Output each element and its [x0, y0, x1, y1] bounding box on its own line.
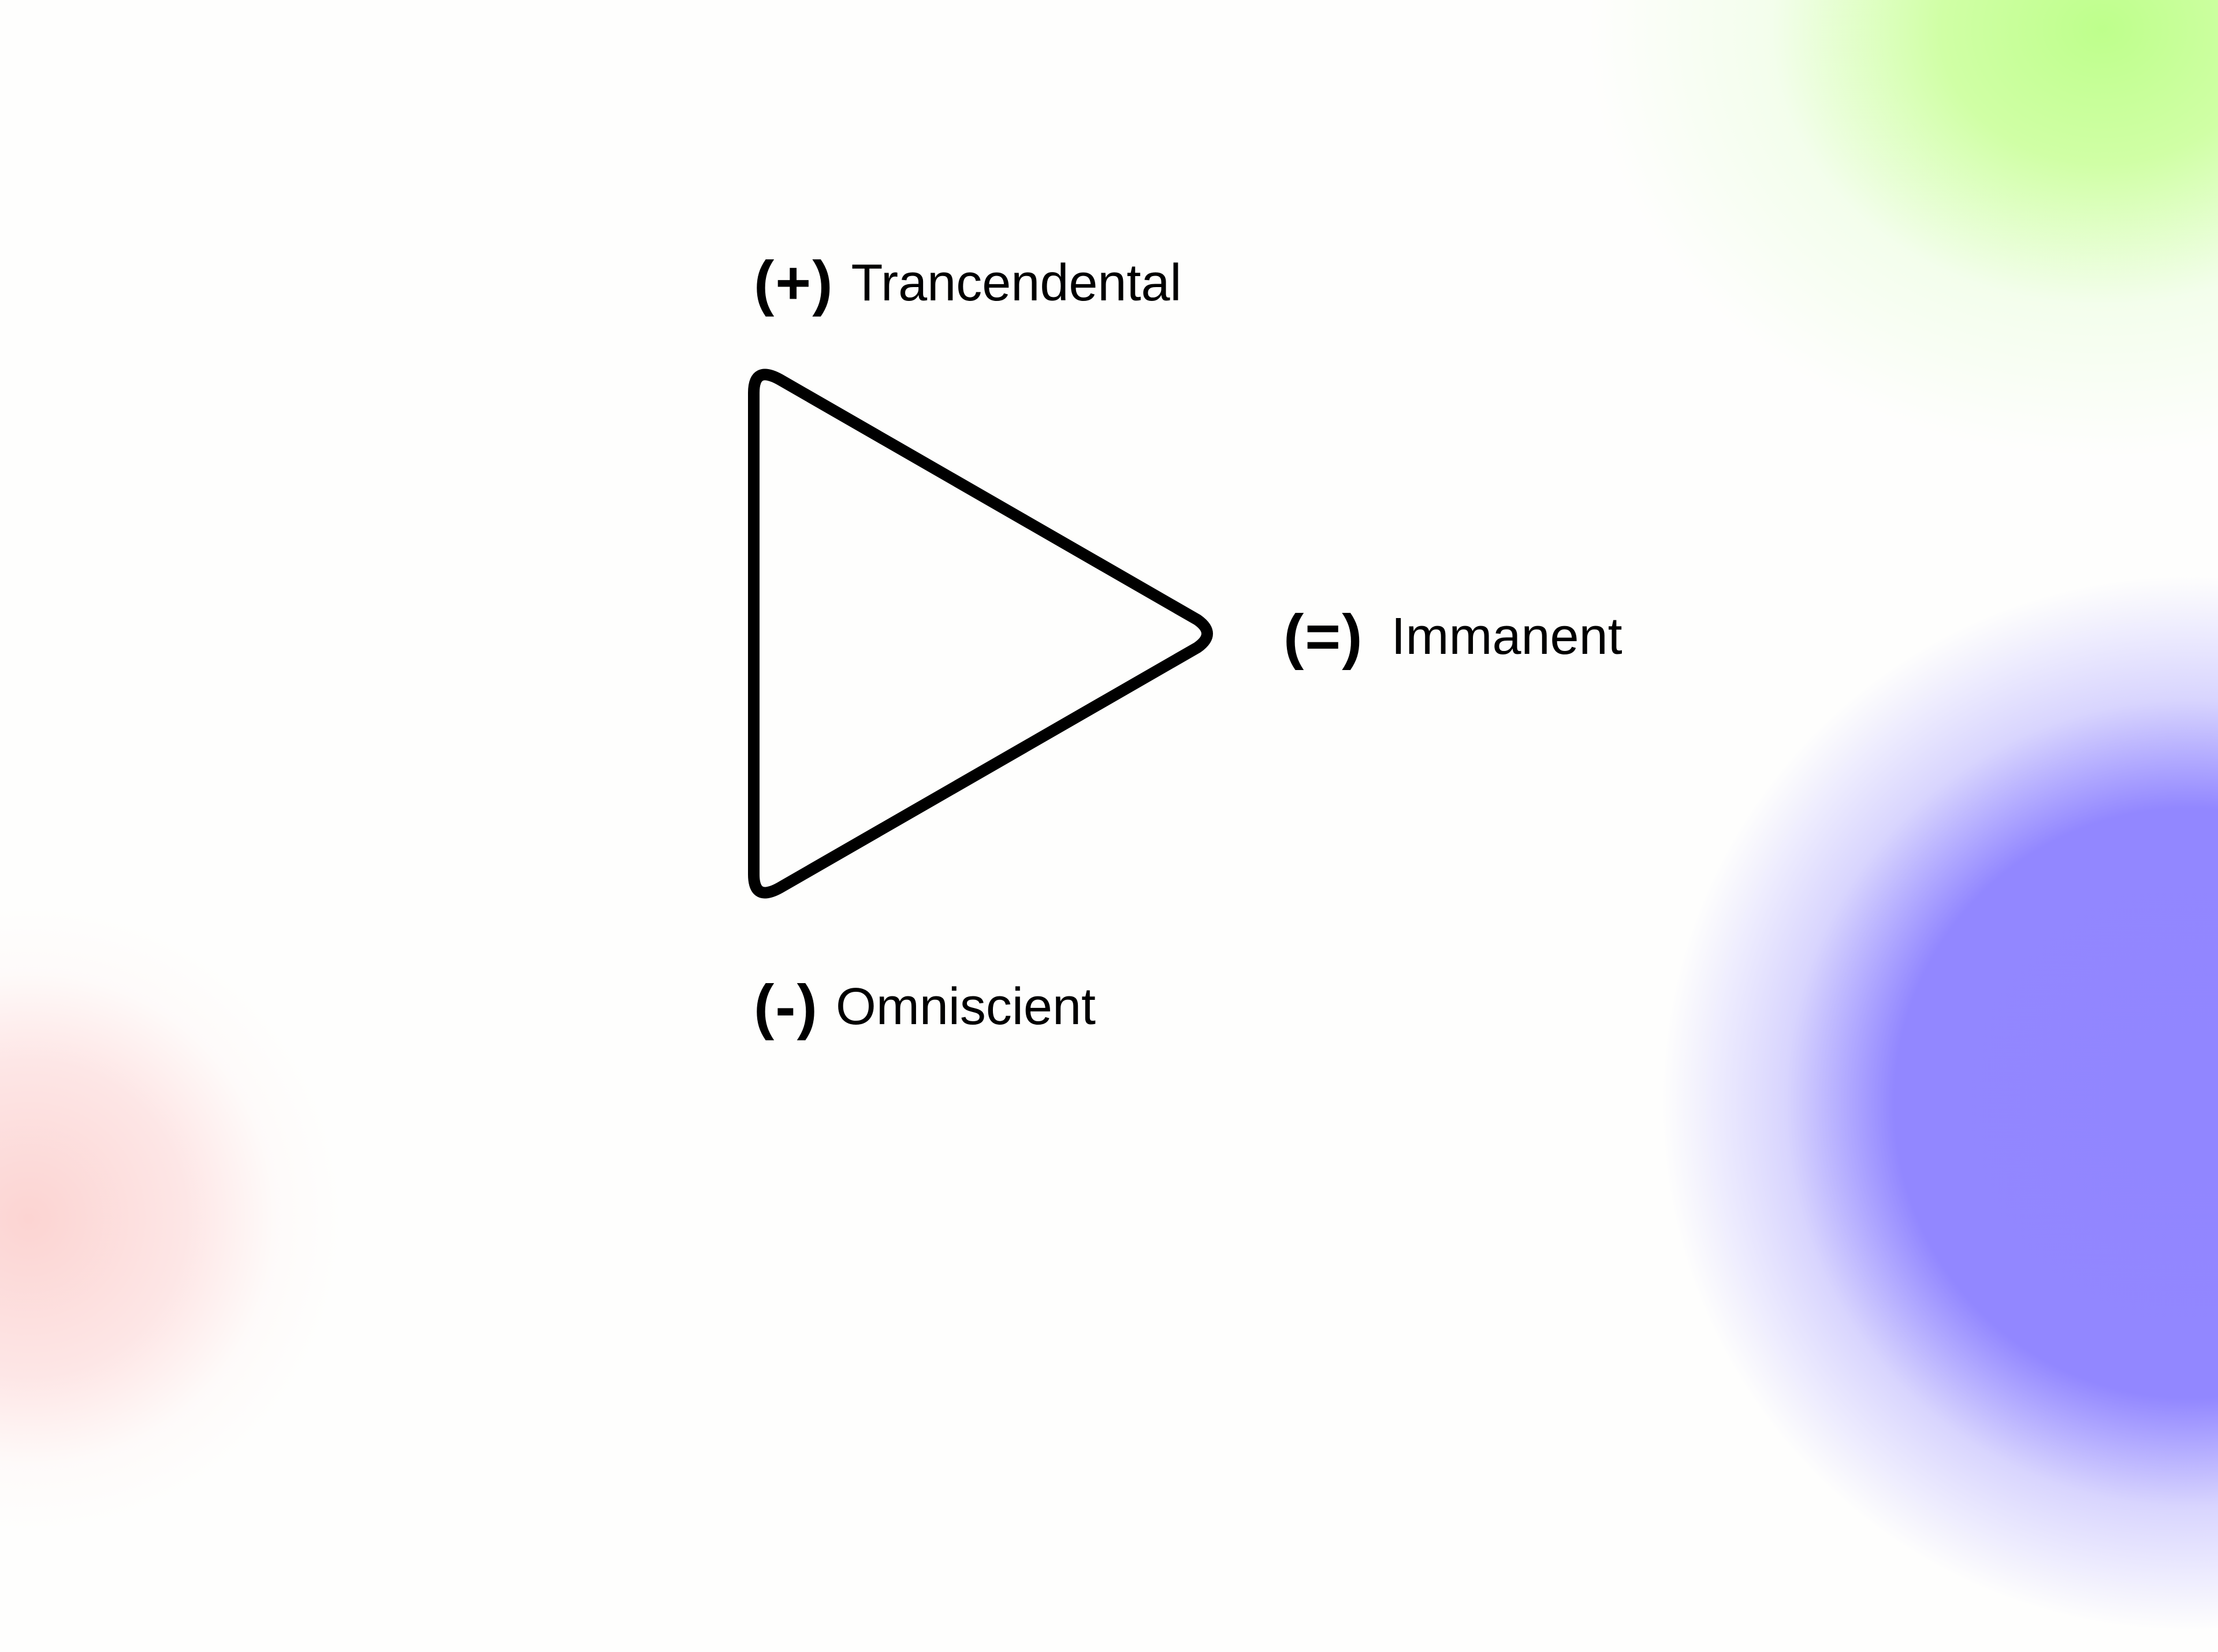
label-text: Omniscient [835, 978, 1096, 1036]
label-omniscient: (-) Omniscient [754, 972, 1096, 1042]
triangle-shape [748, 369, 1213, 899]
label-immanent: (=) Immanent [1283, 602, 1622, 672]
minus-symbol: (-) [754, 973, 818, 1041]
label-trancendental: (+) Trancendental [754, 248, 1182, 318]
label-text: Immanent [1391, 608, 1622, 665]
equals-symbol: (=) [1283, 602, 1364, 671]
plus-symbol: (+) [754, 249, 834, 317]
label-text: Trancendental [851, 254, 1182, 312]
triangle-diagram [748, 369, 1213, 899]
